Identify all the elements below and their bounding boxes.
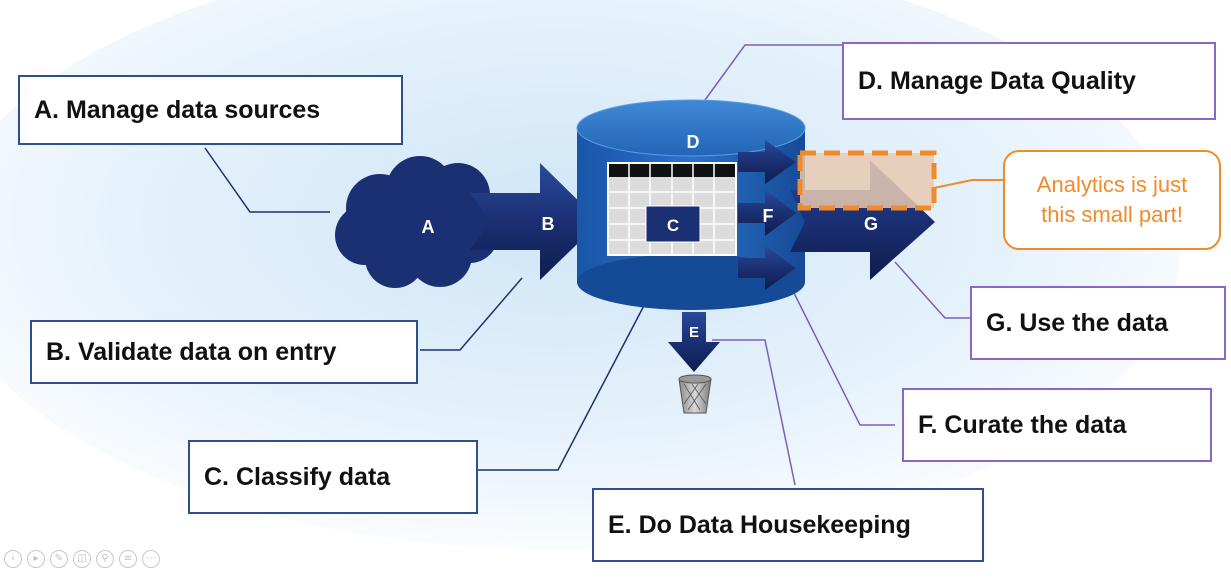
slide-toolbar: ‹ ▸ ✎ ◫ ⚲ ≡ ⋯ — [4, 550, 160, 568]
label-manage-data-sources: A. Manage data sources — [18, 75, 403, 145]
analytics-highlight-fill — [800, 153, 934, 208]
arrow-b — [470, 163, 600, 280]
connector-a — [204, 147, 330, 213]
arrow-f-middle — [738, 190, 796, 236]
connector-g — [894, 261, 970, 319]
arrow-e — [668, 312, 720, 372]
shape-letter-e: E — [689, 324, 699, 341]
cloud-a: A — [335, 156, 498, 288]
connector-d — [704, 44, 842, 101]
navy-connectors — [204, 147, 673, 471]
label-do-data-housekeeping: E. Do Data Housekeeping — [592, 488, 984, 562]
connector-e — [712, 339, 796, 486]
callout-line-2: this small part! — [1041, 202, 1183, 227]
arrow-f-top — [738, 140, 796, 184]
connector-f — [789, 284, 895, 426]
copy-icon[interactable]: ◫ — [73, 550, 91, 568]
arrow-f-bottom — [738, 246, 796, 290]
analytics-callout: Analytics is just this small part! — [1003, 150, 1221, 250]
shape-letter-d: D — [687, 132, 700, 152]
zoom-icon[interactable]: ⚲ — [96, 550, 114, 568]
play-icon[interactable]: ▸ — [27, 550, 45, 568]
label-use-the-data: G. Use the data — [970, 286, 1226, 360]
arrows-f — [738, 140, 796, 290]
trash-bin-icon — [678, 374, 712, 414]
callout-line-1: Analytics is just — [1036, 172, 1188, 197]
data-table-grid: C — [607, 162, 737, 256]
more-icon[interactable]: ⋯ — [142, 550, 160, 568]
analytics-highlight-box — [797, 150, 937, 211]
shape-letter-b: B — [542, 214, 555, 234]
label-validate-data-on-entry: B. Validate data on entry — [30, 320, 418, 384]
arrow-left-icon[interactable]: ‹ — [4, 550, 22, 568]
connector-c — [478, 251, 673, 471]
menu-icon[interactable]: ≡ — [119, 550, 137, 568]
shape-letter-c: C — [667, 216, 679, 235]
shape-letter-a: A — [422, 217, 435, 237]
connector-b — [420, 277, 523, 351]
label-manage-data-quality: D. Manage Data Quality — [842, 42, 1216, 120]
callout-pointer — [933, 179, 1003, 189]
label-curate-the-data: F. Curate the data — [902, 388, 1212, 462]
shape-letter-g: G — [864, 214, 878, 234]
pen-icon[interactable]: ✎ — [50, 550, 68, 568]
label-classify-data: C. Classify data — [188, 440, 478, 514]
purple-connectors — [704, 44, 970, 486]
shape-letter-f: F — [763, 206, 774, 226]
